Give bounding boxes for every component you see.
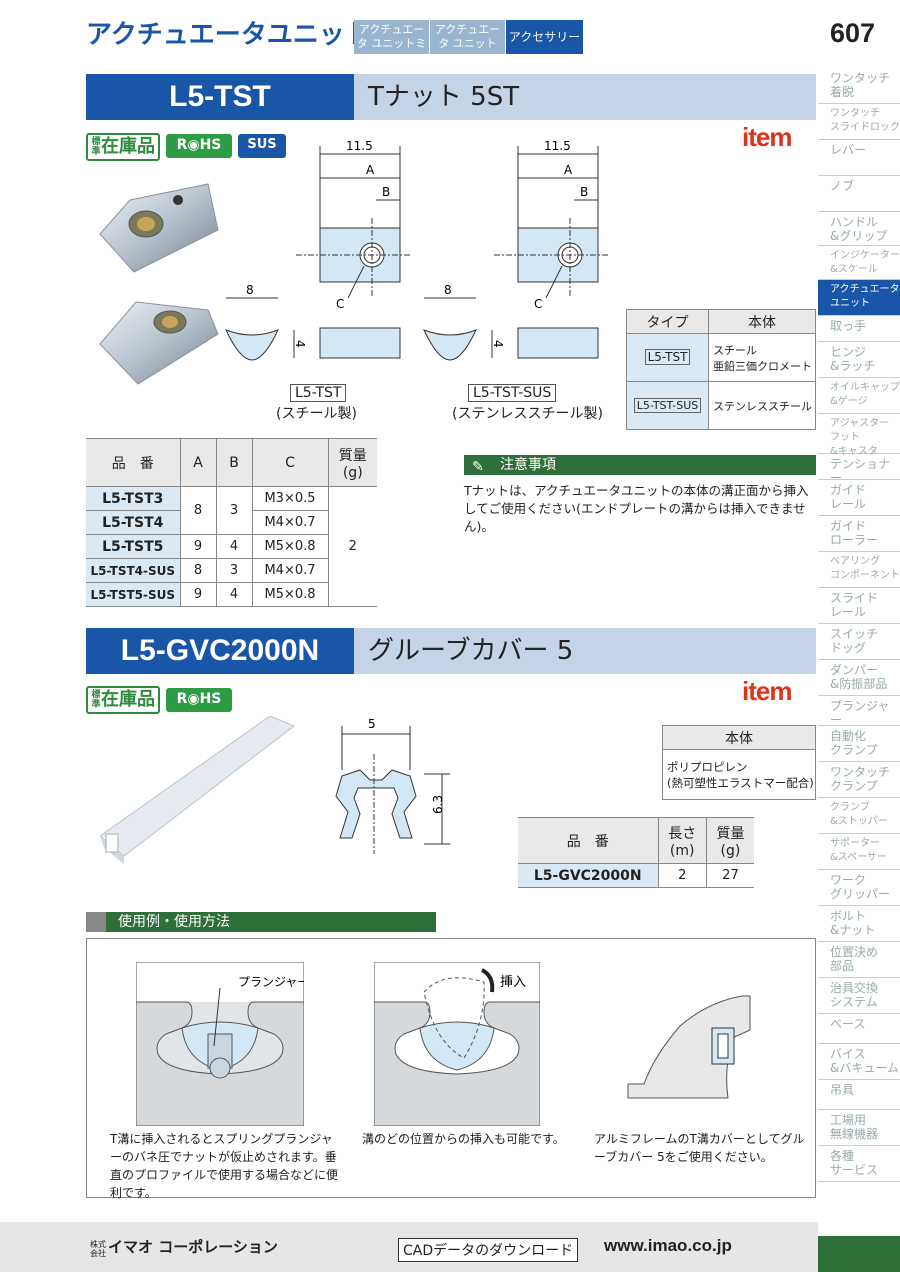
footer: 株式会社 イマオ コーポレーション CADデータのダウンロード www.imao… bbox=[0, 1222, 818, 1272]
stock-badge: 標準在庫品 bbox=[86, 133, 160, 161]
sidebar-item[interactable]: プランジャー bbox=[818, 696, 900, 727]
svg-text:B: B bbox=[580, 185, 588, 199]
label-sus-sub: (ステンレススチール製) bbox=[452, 406, 603, 422]
sidebar-item[interactable]: ベース bbox=[818, 1014, 900, 1044]
sidebar-item[interactable]: 各種 サービス bbox=[818, 1146, 900, 1182]
svg-text:プランジャー: プランジャー bbox=[238, 975, 304, 989]
rohs-badge: R◉HS bbox=[166, 134, 232, 158]
sidebar-item[interactable]: オイルキャップ &ゲージ bbox=[818, 378, 900, 414]
sidebar-item[interactable]: 工場用 無線機器 bbox=[818, 1110, 900, 1146]
usage-caption-1: T溝に挿入されるとスプリングプランジャーのバネ圧でナットが仮止めされます。垂直の… bbox=[110, 1132, 339, 1200]
sus-badge: SUS bbox=[238, 134, 286, 158]
usage-plunger-figure: プランジャー bbox=[136, 962, 304, 1126]
svg-text:6.3: 6.3 bbox=[431, 795, 445, 814]
groove-cover-photo bbox=[100, 716, 295, 864]
tab-actuator-unit[interactable]: アクチュエータ ユニット bbox=[430, 20, 506, 54]
spec-table-groove: 品 番 長さ (m) 質量 (g) L5-GVC2000N 2 27 bbox=[518, 817, 754, 888]
usage-caption-3: アルミフレームのT溝カバーとしてグルーブカバー 5をご使用ください。 bbox=[594, 1132, 805, 1164]
cad-download-link[interactable]: CADデータのダウンロード bbox=[398, 1238, 579, 1262]
page-number: 607 bbox=[830, 18, 876, 48]
product-code: L5-TST bbox=[86, 74, 354, 120]
sidebar-item[interactable]: ガイド ローラー bbox=[818, 516, 900, 552]
pencil-icon: ✎ bbox=[472, 459, 484, 475]
svg-text:C: C bbox=[336, 297, 344, 311]
label-sus: L5-TST-SUS bbox=[468, 384, 557, 402]
tnut-sus-drawing: 11.5 A B C 8 4 bbox=[423, 139, 610, 361]
material-table: タイプ 本体 L5-TST スチール 亜鉛三価クロメート L5-TST-SUS … bbox=[626, 309, 816, 430]
sidebar-item[interactable]: 治具交換 システム bbox=[818, 978, 900, 1014]
product-name: グルーブカバー 5 bbox=[368, 636, 574, 666]
company-name: イマオ コーポレーション bbox=[108, 1238, 278, 1256]
sidebar-item[interactable]: レバー bbox=[818, 140, 900, 176]
svg-text:8: 8 bbox=[444, 283, 452, 297]
section-header-tnut: L5-TST Tナット 5ST bbox=[86, 74, 816, 120]
stock-badge: 標準在庫品 bbox=[86, 686, 160, 714]
footer-tab bbox=[818, 1236, 900, 1272]
sidebar-item[interactable]: ノブ bbox=[818, 176, 900, 212]
sidebar-item[interactable]: ダンパー &防振部品 bbox=[818, 660, 900, 696]
groove-material-table: 本体 ポリプロピレン (熱可塑性エラストマー配合) bbox=[662, 725, 816, 800]
sidebar-item[interactable]: ガイド レール bbox=[818, 480, 900, 516]
sidebar-item[interactable]: インジケーター &スケール bbox=[818, 246, 900, 280]
sidebar-item[interactable]: ベアリング コンポーネント bbox=[818, 552, 900, 588]
category-title: アクチュエータユニット bbox=[86, 20, 371, 50]
company-prefix: 株式会社 bbox=[90, 1240, 106, 1258]
sidebar-item[interactable]: ワーク グリッパー bbox=[818, 870, 900, 906]
sidebar-item[interactable]: ヒンジ &ラッチ bbox=[818, 342, 900, 378]
svg-text:4: 4 bbox=[491, 340, 505, 348]
usage-box bbox=[86, 938, 816, 1198]
svg-text:11.5: 11.5 bbox=[544, 139, 571, 153]
item-logo: item bbox=[742, 122, 792, 152]
usage-insert-figure: 挿入 bbox=[374, 962, 540, 1126]
category-sidebar: ワンタッチ 着脱ワンタッチ スライドロックレバーノブハンドル &グリップインジケ… bbox=[818, 68, 900, 1182]
svg-text:4: 4 bbox=[293, 340, 307, 348]
sidebar-item[interactable]: 吊具 bbox=[818, 1080, 900, 1110]
svg-text:5: 5 bbox=[368, 717, 376, 731]
sidebar-item[interactable]: ワンタッチ 着脱 bbox=[818, 68, 900, 104]
sidebar-item[interactable]: テンショナー bbox=[818, 454, 900, 485]
sidebar-item[interactable]: バイス &バキューム bbox=[818, 1044, 900, 1080]
label-steel: L5-TST bbox=[290, 384, 347, 402]
sidebar-item[interactable]: ワンタッチ クランプ bbox=[818, 762, 900, 798]
sidebar-item[interactable]: アクチュエータ ユニット bbox=[818, 280, 900, 316]
spec-table-tnut: 品 番 A B C 質量 (g) L5-TST3 8 3 M3×0.5 2 L5… bbox=[86, 438, 377, 607]
tab-actuator-mini[interactable]: アクチュエータ ユニットミニ bbox=[354, 20, 430, 64]
section-header-groove-cover: L5-GVC2000N グルーブカバー 5 bbox=[86, 628, 816, 674]
caution-header: ✎ 注意事項 bbox=[464, 455, 816, 475]
usage-header: 使用例・使用方法 bbox=[86, 912, 436, 932]
tnut-photo bbox=[99, 183, 219, 385]
sidebar-item[interactable]: スイッチ ドッグ bbox=[818, 624, 900, 660]
product-name: Tナット 5ST bbox=[368, 82, 520, 112]
sidebar-item[interactable]: ボルト &ナット bbox=[818, 906, 900, 942]
sidebar-item[interactable]: 取っ手 bbox=[818, 316, 900, 342]
svg-text:B: B bbox=[382, 185, 390, 199]
tnut-steel-drawing: 11.5 A B C 8 4 bbox=[225, 139, 412, 361]
item-logo: item bbox=[742, 676, 792, 706]
svg-text:A: A bbox=[564, 163, 573, 177]
rohs-badge: R◉HS bbox=[166, 688, 232, 712]
sidebar-item[interactable]: スライド レール bbox=[818, 588, 900, 624]
sidebar-item[interactable]: サポーター &スペーサー bbox=[818, 834, 900, 870]
svg-text:11.5: 11.5 bbox=[346, 139, 373, 153]
svg-text:A: A bbox=[366, 163, 375, 177]
caution-text: Tナットは、アクチュエータユニットの本体の溝正面から挿入してご使用ください(エン… bbox=[464, 483, 809, 534]
usage-caption-2: 溝のどの位置からの挿入も可能です。 bbox=[362, 1132, 565, 1146]
sidebar-item[interactable]: アジャスター フット &キャスタ bbox=[818, 414, 900, 457]
product-code: L5-GVC2000N bbox=[86, 628, 354, 674]
label-steel-sub: (スチール製) bbox=[276, 406, 357, 422]
sidebar-item[interactable]: ハンドル &グリップ bbox=[818, 212, 900, 246]
svg-text:C: C bbox=[534, 297, 542, 311]
tab-accessory[interactable]: アクセサリー bbox=[506, 20, 584, 54]
svg-text:8: 8 bbox=[246, 283, 254, 297]
groove-cover-drawing: 5 6.3 bbox=[335, 717, 450, 854]
sidebar-item[interactable]: クランプ &ストッパー bbox=[818, 798, 900, 834]
sidebar-item[interactable]: 位置決め 部品 bbox=[818, 942, 900, 978]
sidebar-item[interactable]: 自動化 クランプ bbox=[818, 726, 900, 762]
usage-frame-figure bbox=[627, 995, 751, 1099]
website-link[interactable]: www.imao.co.jp bbox=[604, 1236, 732, 1255]
svg-text:挿入: 挿入 bbox=[500, 975, 526, 990]
sidebar-item[interactable]: ワンタッチ スライドロック bbox=[818, 104, 900, 140]
